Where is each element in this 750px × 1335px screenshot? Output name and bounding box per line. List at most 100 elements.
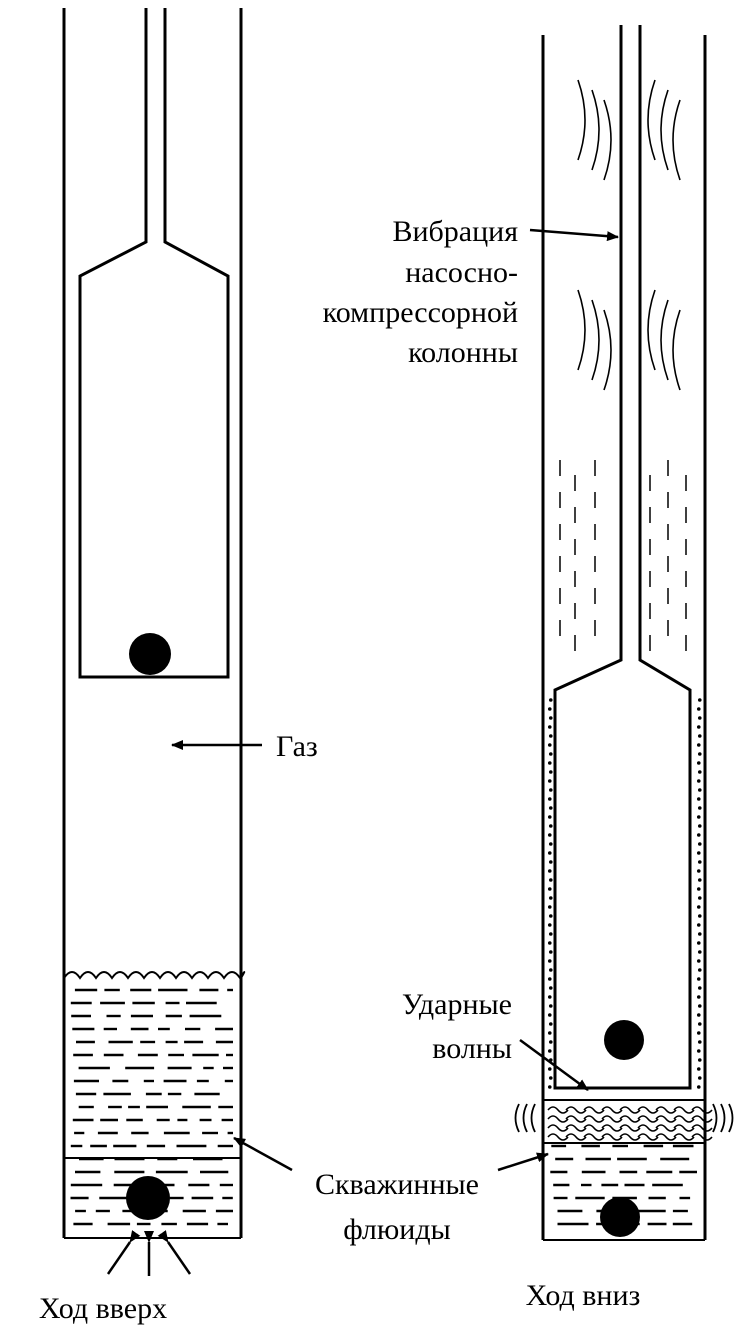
film-dot [547,1085,552,1089]
shock-ripple [637,1133,659,1141]
inflow-arrow [106,1230,141,1275]
film-dot [547,1013,552,1017]
film-dot [548,806,553,810]
film-dot [697,968,702,972]
film-dot [696,797,701,801]
shock-ripple [673,1106,695,1114]
film-dot [696,833,701,837]
film-dot [548,1076,553,1080]
film-dot [547,851,552,855]
fluids-label-line1: Скважинные [315,1168,479,1201]
upstroke-caption: Ход вверх [39,1292,167,1325]
film-dot [697,1022,702,1026]
shock-ripple [601,1115,623,1123]
film-dot [696,995,701,999]
film-dot [547,833,552,837]
shock-ripple [637,1124,659,1132]
vibration-pointer-arrow [529,228,619,242]
casing-vibration-marks [514,1103,734,1133]
vibration-arc [577,289,586,371]
fluids-pointer-left [233,1136,293,1172]
film-dot [547,743,552,747]
film-dot [696,923,701,927]
shock-ripple [547,1106,569,1114]
vibration-arc [591,299,600,381]
film-dot [696,1013,701,1017]
shock-ripple [691,1106,713,1114]
film-dot [697,986,702,990]
film-dot [697,788,702,792]
film-dot [547,815,552,819]
film-dot [547,941,552,945]
film-dot [696,1049,701,1053]
film-dot [697,914,702,918]
film-dot [697,824,702,828]
film-dot [697,716,702,720]
film-dot [697,1004,702,1008]
film-dot [697,878,702,882]
standing-valve-ball [600,1197,640,1237]
downstroke-caption: Ход вниз [526,1279,641,1312]
shock-ripple [565,1124,587,1132]
film-dot [696,905,701,909]
film-dot [547,761,552,765]
film-dot [696,941,701,945]
shock-ripple [601,1133,623,1141]
film-dot [548,752,553,756]
vibration-arc [660,299,669,381]
film-dot [697,1076,702,1080]
shock-ripple [673,1115,695,1123]
film-dot [696,743,701,747]
film-dot [548,878,553,882]
film-dot [697,770,702,774]
film-dot [548,1022,553,1026]
plunger-outline [553,25,692,1090]
upstroke-well [62,8,246,1276]
shock-wave-zone [543,1099,713,1144]
film-dot [548,698,553,702]
film-dot [547,725,552,729]
vibration-label-line1: Вибрация [392,215,518,248]
shock-pointer-arrow [519,1038,589,1092]
film-dot [548,1040,553,1044]
shock-ripple [637,1106,659,1114]
film-dot [548,860,553,864]
vibration-arc [603,309,612,391]
shock-ripple [691,1133,713,1141]
vibration-mark [712,1103,718,1133]
downstroke-well [514,25,734,1241]
vibration-label-line2: насосно- [405,256,518,289]
film-dot [547,977,552,981]
film-dot [697,806,702,810]
shock-ripple [673,1124,695,1132]
film-dot [697,896,702,900]
shock-ripple [547,1133,569,1141]
shock-ripple [565,1133,587,1141]
vibration-arc [660,89,669,171]
film-dot [696,851,701,855]
film-dot [696,761,701,765]
shock-ripple [583,1106,605,1114]
shock-ripple [601,1124,623,1132]
fluids-label-line2: флюиды [343,1213,451,1246]
vibration-arc [647,289,656,371]
standing-valve-ball [126,1176,170,1220]
vibration-mark [728,1103,734,1133]
film-dot [547,1031,552,1035]
shock-ripple [547,1115,569,1123]
film-dot [548,932,553,936]
shock-ripple [619,1106,641,1114]
shock-ripple [673,1133,695,1141]
film-dot [547,1049,552,1053]
film-dot [696,815,701,819]
inflow-arrow [157,1230,192,1275]
film-dot [547,869,552,873]
fluids-pointer-right [497,1152,549,1172]
shock-label-line2: волны [432,1032,512,1065]
film-dot [548,716,553,720]
shock-ripple [655,1115,677,1123]
shock-ripple [565,1106,587,1114]
traveling-valve-ball [604,1020,644,1060]
